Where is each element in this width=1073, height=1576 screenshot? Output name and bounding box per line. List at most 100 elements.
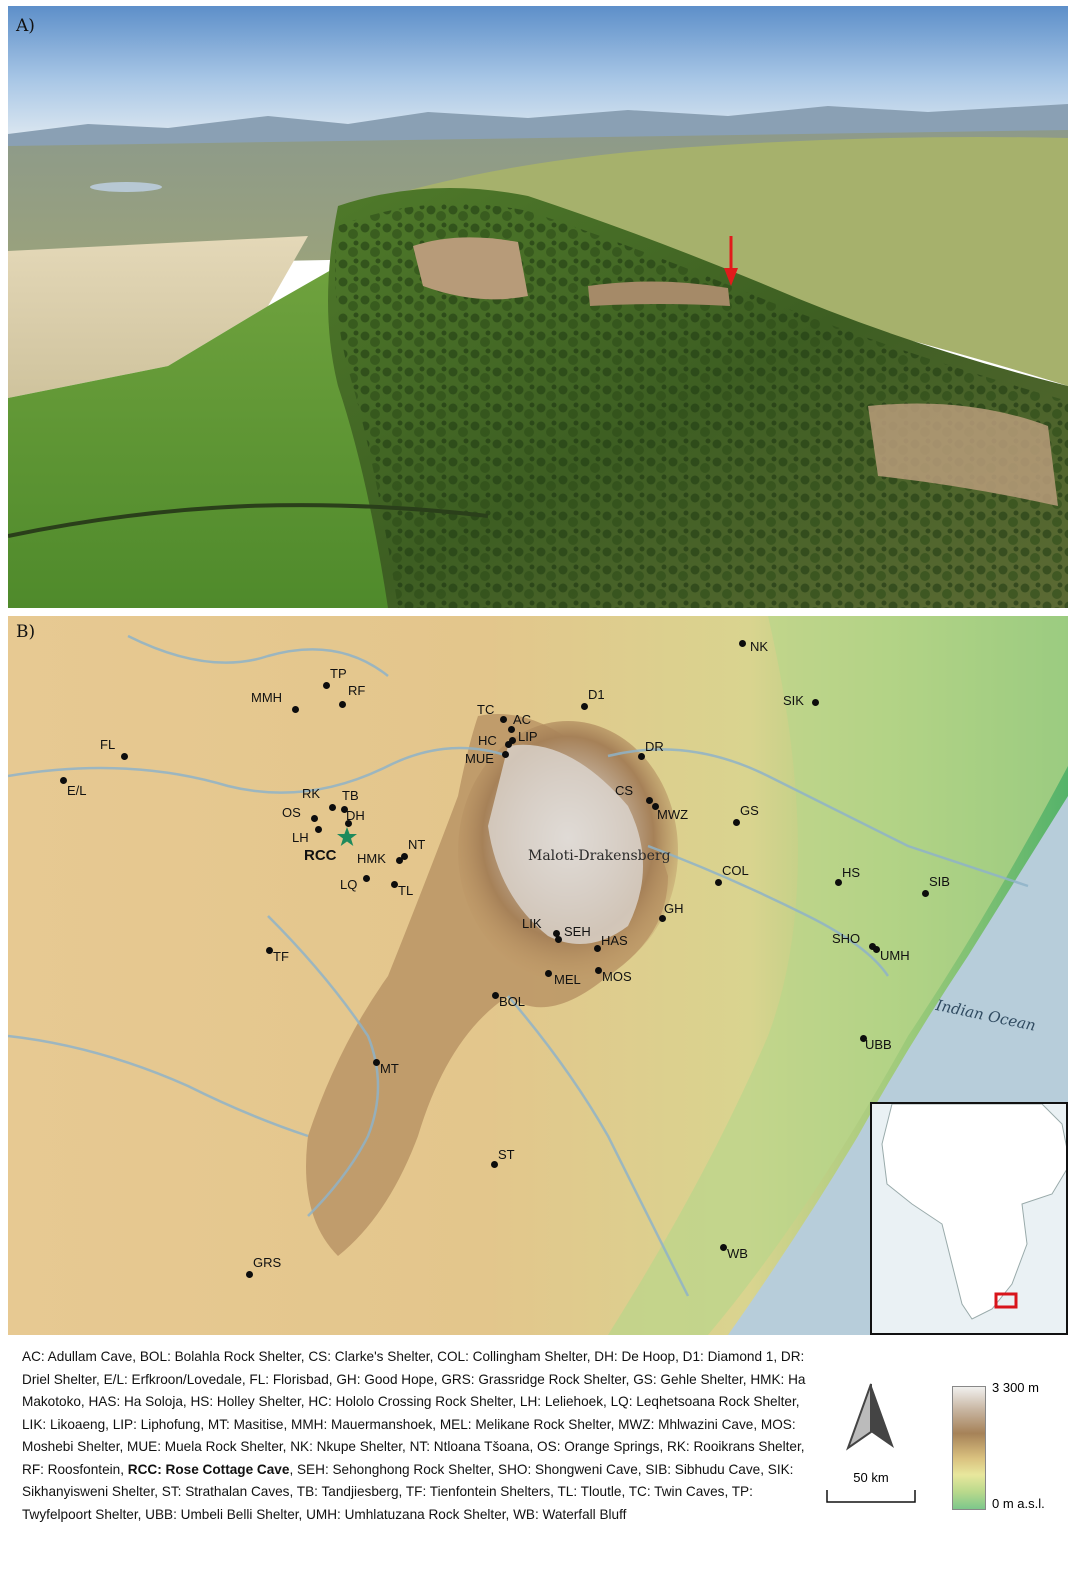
site-label-st: ST bbox=[498, 1147, 515, 1162]
site-marker-tl bbox=[390, 880, 398, 888]
site-label-has: HAS bbox=[601, 933, 628, 948]
site-label-nt: NT bbox=[408, 837, 426, 852]
africa-outline bbox=[881, 1104, 1066, 1320]
site-label-fl: FL bbox=[100, 737, 116, 752]
site-marker-mel bbox=[544, 969, 552, 977]
site-label-dr: DR bbox=[645, 739, 664, 754]
site-marker-lq bbox=[362, 874, 370, 882]
site-label-os: OS bbox=[282, 805, 301, 820]
site-label-tf: TF bbox=[273, 949, 289, 964]
scale-bar: 50 km bbox=[826, 1470, 916, 1510]
site-marker-lh bbox=[314, 825, 322, 833]
site-label-col: COL bbox=[722, 863, 749, 878]
site-marker-mwz bbox=[651, 802, 659, 810]
site-marker-dr bbox=[637, 752, 645, 760]
site-marker-wb bbox=[719, 1243, 727, 1251]
site-marker-sik bbox=[811, 698, 819, 706]
site-marker-rk bbox=[328, 803, 336, 811]
site-label-gs: GS bbox=[740, 803, 759, 818]
site-marker-cs bbox=[645, 796, 653, 804]
site-label-bol: BOL bbox=[499, 994, 526, 1009]
site-marker-mt bbox=[372, 1058, 380, 1066]
site-label-ac: AC bbox=[513, 712, 532, 727]
site-marker-mmh bbox=[291, 705, 299, 713]
site-label-lq: LQ bbox=[340, 877, 358, 892]
site-marker-grs bbox=[245, 1270, 253, 1278]
site-marker-ac bbox=[507, 725, 515, 733]
site-marker-seh bbox=[554, 935, 562, 943]
elevation-min-label: 0 m a.s.l. bbox=[992, 1496, 1045, 1511]
site-marker-gh bbox=[658, 914, 666, 922]
site-label-mmh: MMH bbox=[251, 690, 283, 705]
site-map: B) Maloti-Drakensberg Indian Ocean RCC N… bbox=[8, 616, 1068, 1335]
site-label-rk: RK bbox=[302, 786, 321, 801]
site-label-mt: MT bbox=[380, 1061, 399, 1076]
site-label-tp: TP bbox=[330, 666, 347, 681]
site-marker-fl bbox=[120, 752, 128, 760]
site-label-sib: SIB bbox=[929, 874, 950, 889]
site-marker-lip bbox=[508, 736, 516, 744]
site-marker-hs bbox=[834, 878, 842, 886]
site-label-mwz: MWZ bbox=[657, 807, 689, 822]
site-label-tb: TB bbox=[342, 788, 359, 803]
site-label-sho: SHO bbox=[832, 931, 861, 946]
site-marker-e-l bbox=[59, 776, 67, 784]
site-label-seh: SEH bbox=[564, 924, 591, 939]
landscape-photo: A) bbox=[8, 6, 1068, 608]
site-caption: AC: Adullam Cave, BOL: Bolahla Rock Shel… bbox=[22, 1346, 812, 1526]
site-label-umh: UMH bbox=[880, 948, 910, 963]
site-marker-os bbox=[310, 814, 318, 822]
site-label-gh: GH bbox=[664, 901, 684, 916]
site-marker-hmk bbox=[395, 856, 403, 864]
panel-a-letter: A) bbox=[16, 16, 35, 36]
rcc-star-icon bbox=[337, 827, 357, 846]
region-label: Maloti-Drakensberg bbox=[528, 848, 671, 864]
site-label-dh: DH bbox=[346, 808, 365, 823]
site-marker-col bbox=[714, 878, 722, 886]
site-label-mel: MEL bbox=[554, 972, 581, 987]
site-label-d1: D1 bbox=[588, 687, 605, 702]
site-label-rf: RF bbox=[348, 683, 366, 698]
site-marker-ubb bbox=[859, 1034, 867, 1042]
caption-text-bold: RCC: Rose Cottage Cave bbox=[127, 1461, 290, 1477]
site-marker-st bbox=[490, 1160, 498, 1168]
site-marker-sho bbox=[868, 942, 876, 950]
site-marker-rf bbox=[338, 700, 346, 708]
site-marker-gs bbox=[732, 818, 740, 826]
site-label-cs: CS bbox=[615, 783, 634, 798]
site-marker-mue bbox=[501, 750, 509, 758]
site-label-lip: LIP bbox=[518, 729, 538, 744]
site-label-lh: LH bbox=[292, 830, 309, 845]
site-label-ubb: UBB bbox=[865, 1037, 892, 1052]
scale-label: 50 km bbox=[853, 1470, 889, 1485]
inset-study-area-box bbox=[994, 1292, 1018, 1309]
site-label-nk: NK bbox=[750, 639, 769, 654]
site-label-mos: MOS bbox=[602, 969, 632, 984]
site-marker-tp bbox=[322, 681, 330, 689]
site-marker-tb bbox=[340, 805, 348, 813]
site-marker-lik bbox=[552, 929, 560, 937]
panel-b-letter: B) bbox=[16, 622, 36, 642]
north-arrow-icon bbox=[845, 1383, 894, 1451]
site-marker-sib bbox=[921, 889, 929, 897]
site-label-tl: TL bbox=[398, 883, 414, 898]
site-label-mue: MUE bbox=[465, 751, 494, 766]
site-marker-hc bbox=[504, 740, 512, 748]
site-marker-nt bbox=[400, 852, 408, 860]
site-label-sik: SIK bbox=[783, 693, 804, 708]
site-label-tc: TC bbox=[477, 702, 495, 717]
scale-line bbox=[826, 1490, 916, 1503]
site-marker-bol bbox=[491, 991, 499, 999]
site-label-lik: LIK bbox=[522, 916, 542, 931]
site-marker-mos bbox=[594, 966, 602, 974]
site-marker-umh bbox=[872, 945, 880, 953]
site-label-e-l: E/L bbox=[67, 783, 87, 798]
site-label-wb: WB bbox=[727, 1246, 748, 1261]
site-label-hmk: HMK bbox=[357, 851, 386, 866]
relief-map bbox=[8, 616, 1068, 1335]
site-marker-tc bbox=[499, 715, 507, 723]
elevation-color-ramp bbox=[952, 1386, 986, 1510]
site-marker-dh bbox=[344, 819, 352, 827]
africa-inset-map bbox=[870, 1102, 1068, 1335]
elevation-max-label: 3 300 m bbox=[992, 1380, 1039, 1395]
